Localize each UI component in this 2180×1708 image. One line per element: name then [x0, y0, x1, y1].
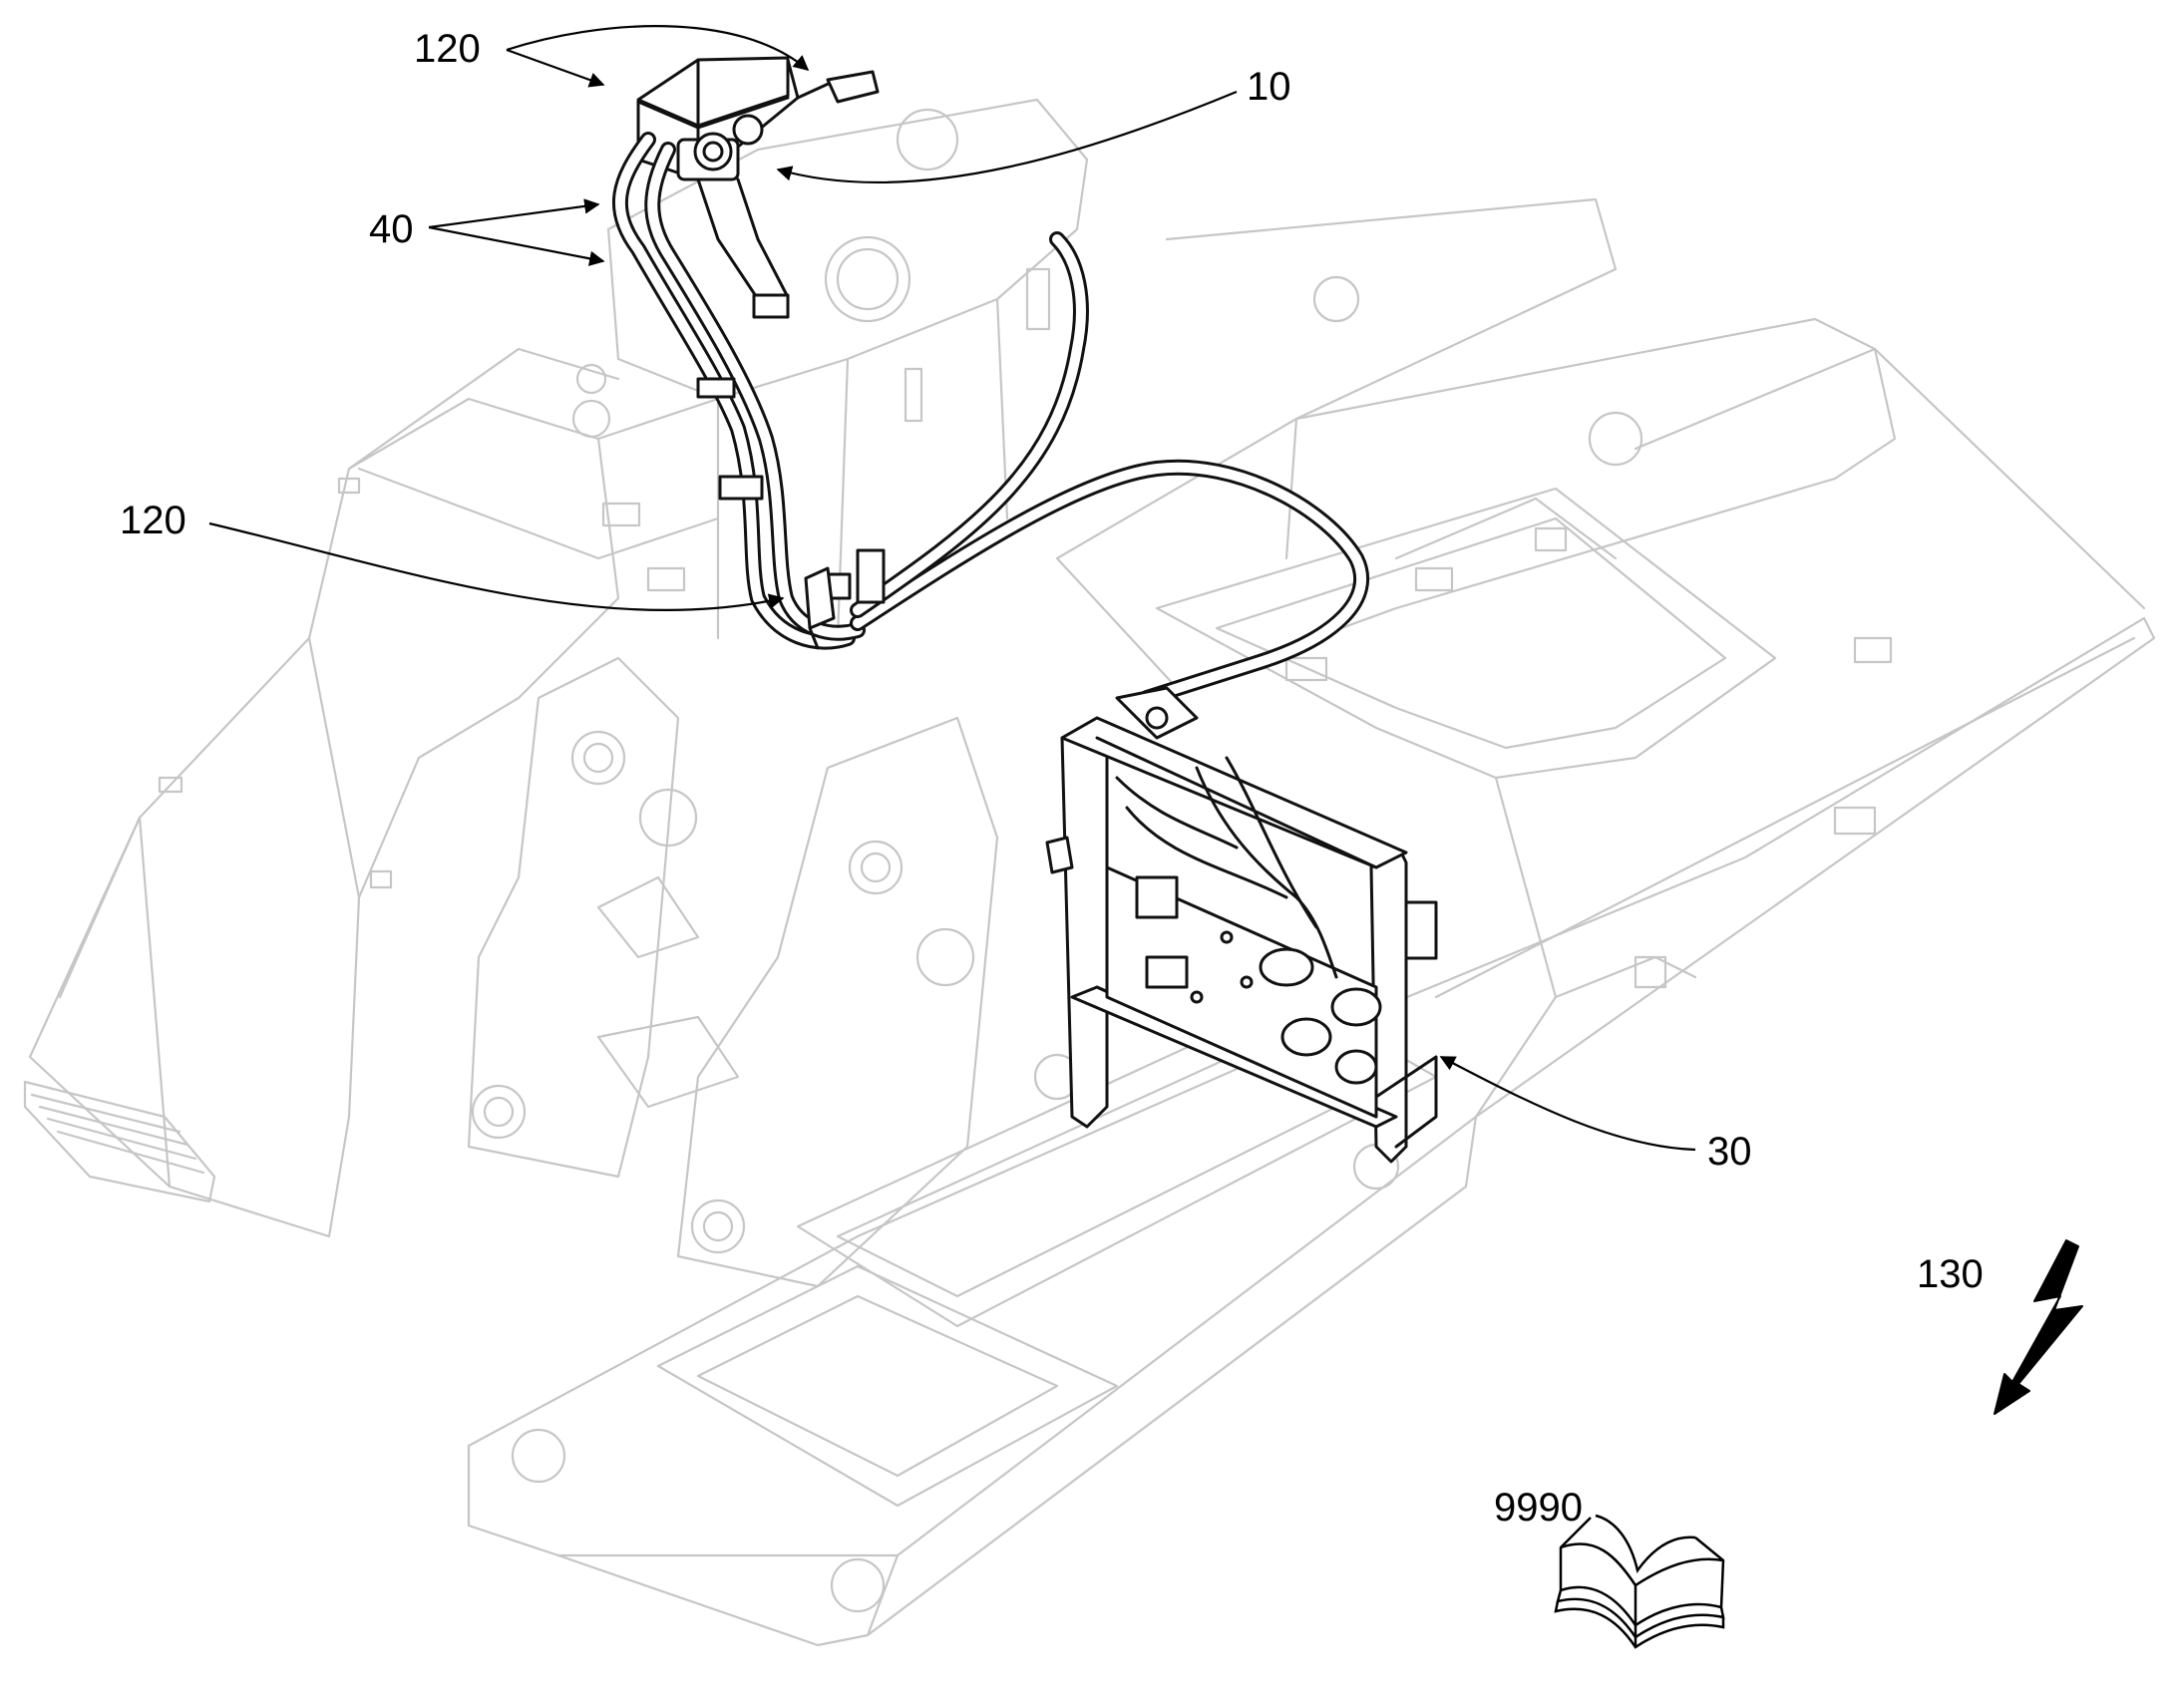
part-120-mid-clamp [804, 566, 836, 650]
callout-40: 40 [369, 207, 414, 251]
callout-30: 30 [1707, 1130, 1752, 1174]
highlighted-parts [611, 56, 1438, 1164]
callout-labels: 120 10 40 120 30 130 9990 [120, 27, 1984, 1530]
part-120-top-cover [636, 56, 790, 128]
leader-lines [208, 25, 1696, 1152]
step-ladder [23, 1080, 216, 1203]
leader-40-b [428, 225, 605, 266]
hydraulic-tank-tower [571, 98, 1089, 640]
boom-pedestals [467, 656, 999, 1288]
part-30-valve-frame [1045, 686, 1438, 1164]
left-house-body [28, 347, 720, 1238]
callout-9990: 9990 [1494, 1486, 1583, 1530]
lightning-bolt-icon [1994, 1239, 2083, 1415]
callout-130: 130 [1917, 1252, 1984, 1296]
undercarriage-frame [467, 616, 2156, 1647]
callout-120-mid: 120 [120, 499, 186, 542]
leader-120-mid [208, 521, 785, 611]
callout-120-top: 120 [414, 27, 481, 71]
machine-chassis-background [23, 98, 2156, 1647]
part-40-hoses [611, 132, 1369, 706]
leader-30 [1439, 1056, 1696, 1152]
leader-10 [776, 90, 1238, 184]
leader-120-top-a [506, 48, 605, 88]
leader-120-top-b [506, 25, 810, 72]
leader-40-a [428, 198, 600, 229]
callout-10: 10 [1247, 65, 1291, 109]
open-book-icon [1554, 1514, 1725, 1649]
